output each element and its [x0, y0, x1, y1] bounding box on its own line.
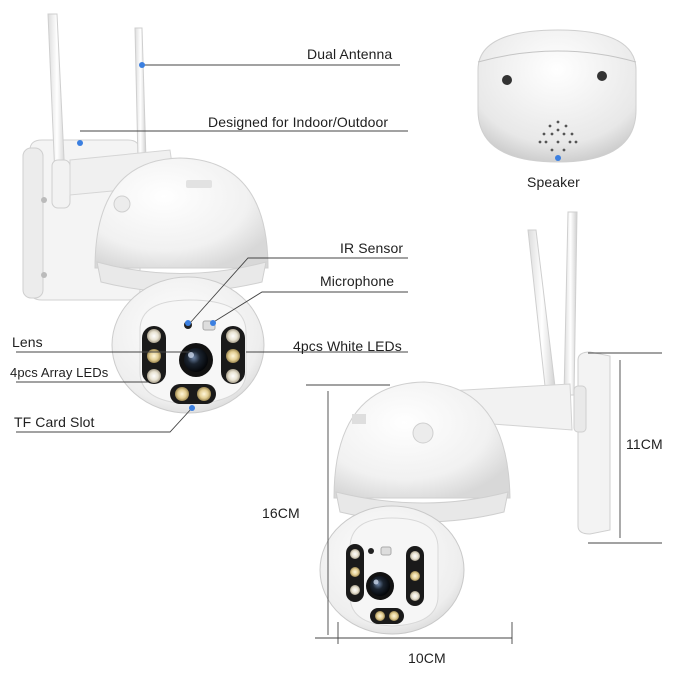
left-leader-lines	[16, 64, 408, 433]
width-dimension-label: 10CM	[408, 650, 446, 666]
array-leds-label: 4pcs Array LEDs	[10, 365, 109, 380]
white-leds-label: 4pcs White LEDs	[293, 338, 402, 354]
microphone-label: Microphone	[320, 273, 395, 289]
lens-label: Lens	[12, 334, 43, 350]
left-camera	[22, 13, 269, 414]
speaker-closeup	[477, 29, 637, 163]
speaker-label: Speaker	[527, 174, 580, 190]
dimension-lines	[306, 352, 662, 644]
indoor-outdoor-label: Designed for Indoor/Outdoor	[208, 114, 389, 130]
dual-antenna-label: Dual Antenna	[307, 46, 393, 62]
left-indicator-dots	[77, 62, 216, 411]
ir-sensor-label: IR Sensor	[340, 240, 404, 256]
right-camera	[319, 211, 611, 635]
tf-card-slot-label: TF Card Slot	[14, 414, 95, 430]
bracket-height-dimension-label: 11CM	[626, 436, 663, 452]
height-dimension-label: 16CM	[262, 505, 300, 521]
